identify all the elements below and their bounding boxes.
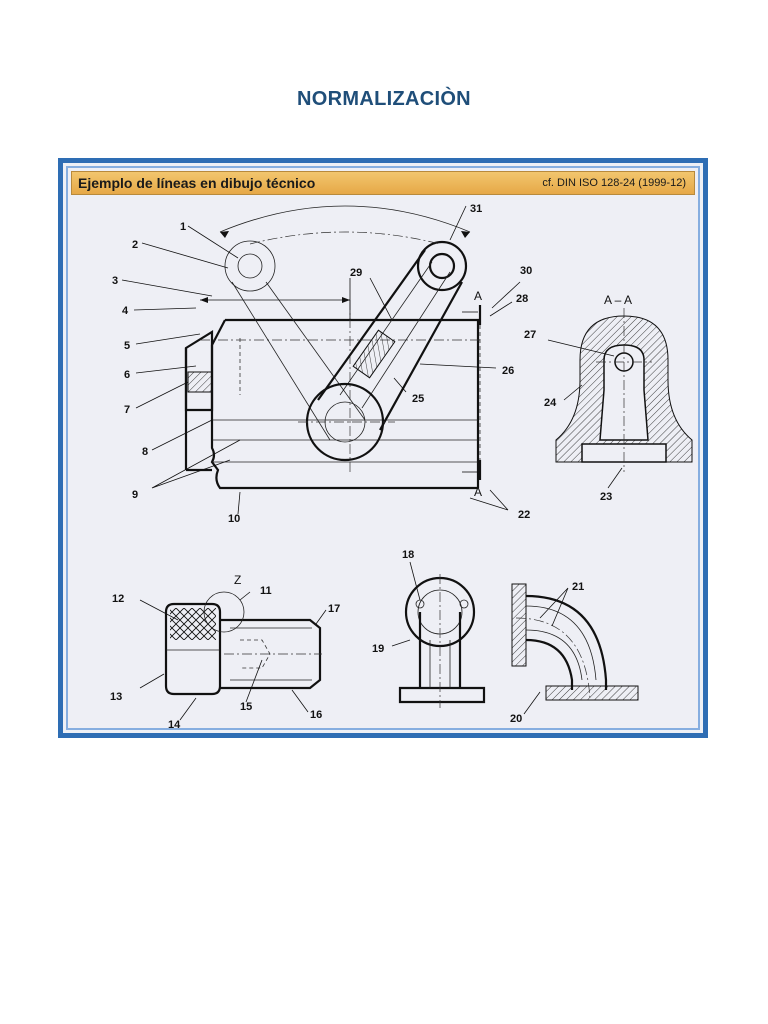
callout-24: 24 — [544, 397, 557, 409]
flange-hatch — [187, 371, 213, 393]
callout-4: 4 — [122, 305, 129, 317]
callout-19: 19 — [372, 643, 384, 655]
section-cavity — [599, 344, 649, 441]
callout-25: 25 — [412, 393, 424, 405]
callout-26: 26 — [502, 365, 514, 377]
callout-9: 9 — [132, 489, 138, 501]
pivot-left-outer — [224, 240, 276, 292]
callout-31: 31 — [470, 203, 482, 215]
callout-21: 21 — [572, 581, 584, 593]
main-leaders — [121, 205, 521, 515]
callout-7: 7 — [124, 404, 130, 416]
cut-label-bottom: A — [474, 485, 482, 499]
callout-22: 22 — [518, 509, 530, 521]
callout-17: 17 — [328, 603, 340, 615]
callout-28: 28 — [516, 293, 528, 305]
callout-29: 29 — [350, 267, 362, 279]
part-left-step — [184, 348, 212, 472]
bracket-stem — [418, 612, 462, 688]
callout-15: 15 — [240, 701, 252, 713]
bracket-base — [398, 686, 486, 704]
callout-14: 14 — [168, 719, 181, 731]
bracket-base-inner — [429, 640, 451, 688]
part-body-outline — [210, 318, 480, 490]
elbow-bracket-view — [391, 561, 486, 708]
callout-labels: 1 2 3 4 5 6 7 8 9 10 11 12 13 14 15 16 1… — [110, 203, 632, 731]
pivot-left-inner — [237, 253, 263, 279]
callout-2: 2 — [132, 239, 138, 251]
elbow-mid-curve — [525, 605, 597, 681]
callout-13: 13 — [110, 691, 122, 703]
section-label: A – A — [604, 293, 632, 307]
bracket-bolt-left — [415, 599, 425, 609]
elbow-outer-curve — [525, 594, 608, 690]
callout-6: 6 — [124, 369, 130, 381]
bracket-bolt-right — [459, 599, 469, 609]
callout-10: 10 — [228, 513, 240, 525]
lever-arm — [317, 249, 463, 431]
cut-label-top: A — [474, 289, 482, 303]
elbow-flange — [511, 583, 527, 667]
callout-30: 30 — [520, 265, 532, 277]
elbow-foot — [545, 685, 639, 701]
callout-11: 11 — [260, 585, 272, 597]
callout-3: 3 — [112, 275, 118, 287]
figure-header-bar: Ejemplo de líneas en dibujo técnico cf. … — [71, 171, 695, 195]
part-left-flange — [184, 330, 214, 412]
pivot-right-outer — [416, 240, 468, 292]
phantom-arm-a — [231, 281, 331, 441]
elbow-inner-curve — [525, 638, 574, 690]
detail-circle-z — [203, 591, 245, 633]
elbow-center-arc — [515, 617, 591, 701]
callout-20: 20 — [510, 713, 522, 725]
callout-5: 5 — [124, 340, 130, 352]
section-a-a-view — [547, 308, 693, 489]
detail-label: Z — [234, 573, 241, 587]
figure-header-reference: cf. DIN ISO 128-24 (1999-12) — [542, 177, 686, 189]
callout-27: 27 — [524, 329, 536, 341]
callout-12: 12 — [112, 593, 124, 605]
swing-arc-inner — [249, 231, 441, 245]
callout-18: 18 — [402, 549, 414, 561]
callout-8: 8 — [142, 446, 148, 458]
swing-arc-outer — [219, 205, 471, 233]
pivot-right-inner — [428, 252, 456, 280]
lever-section-hatch — [352, 329, 396, 379]
callout-16: 16 — [310, 709, 322, 721]
screw-thread — [230, 627, 312, 681]
callout-23: 23 — [600, 491, 612, 503]
callout-1: 1 — [180, 221, 186, 233]
knurled-screw-view — [139, 591, 327, 721]
lever-arm-inner — [339, 261, 451, 409]
figure-header-title: Ejemplo de líneas en dibujo técnico — [78, 175, 316, 191]
knurl-pattern — [170, 608, 216, 640]
page-title: NORMALIZACIÒN — [297, 88, 471, 110]
screw-head — [164, 602, 222, 696]
phantom-arm-b — [265, 281, 366, 421]
pipe-elbow-view — [511, 583, 639, 715]
